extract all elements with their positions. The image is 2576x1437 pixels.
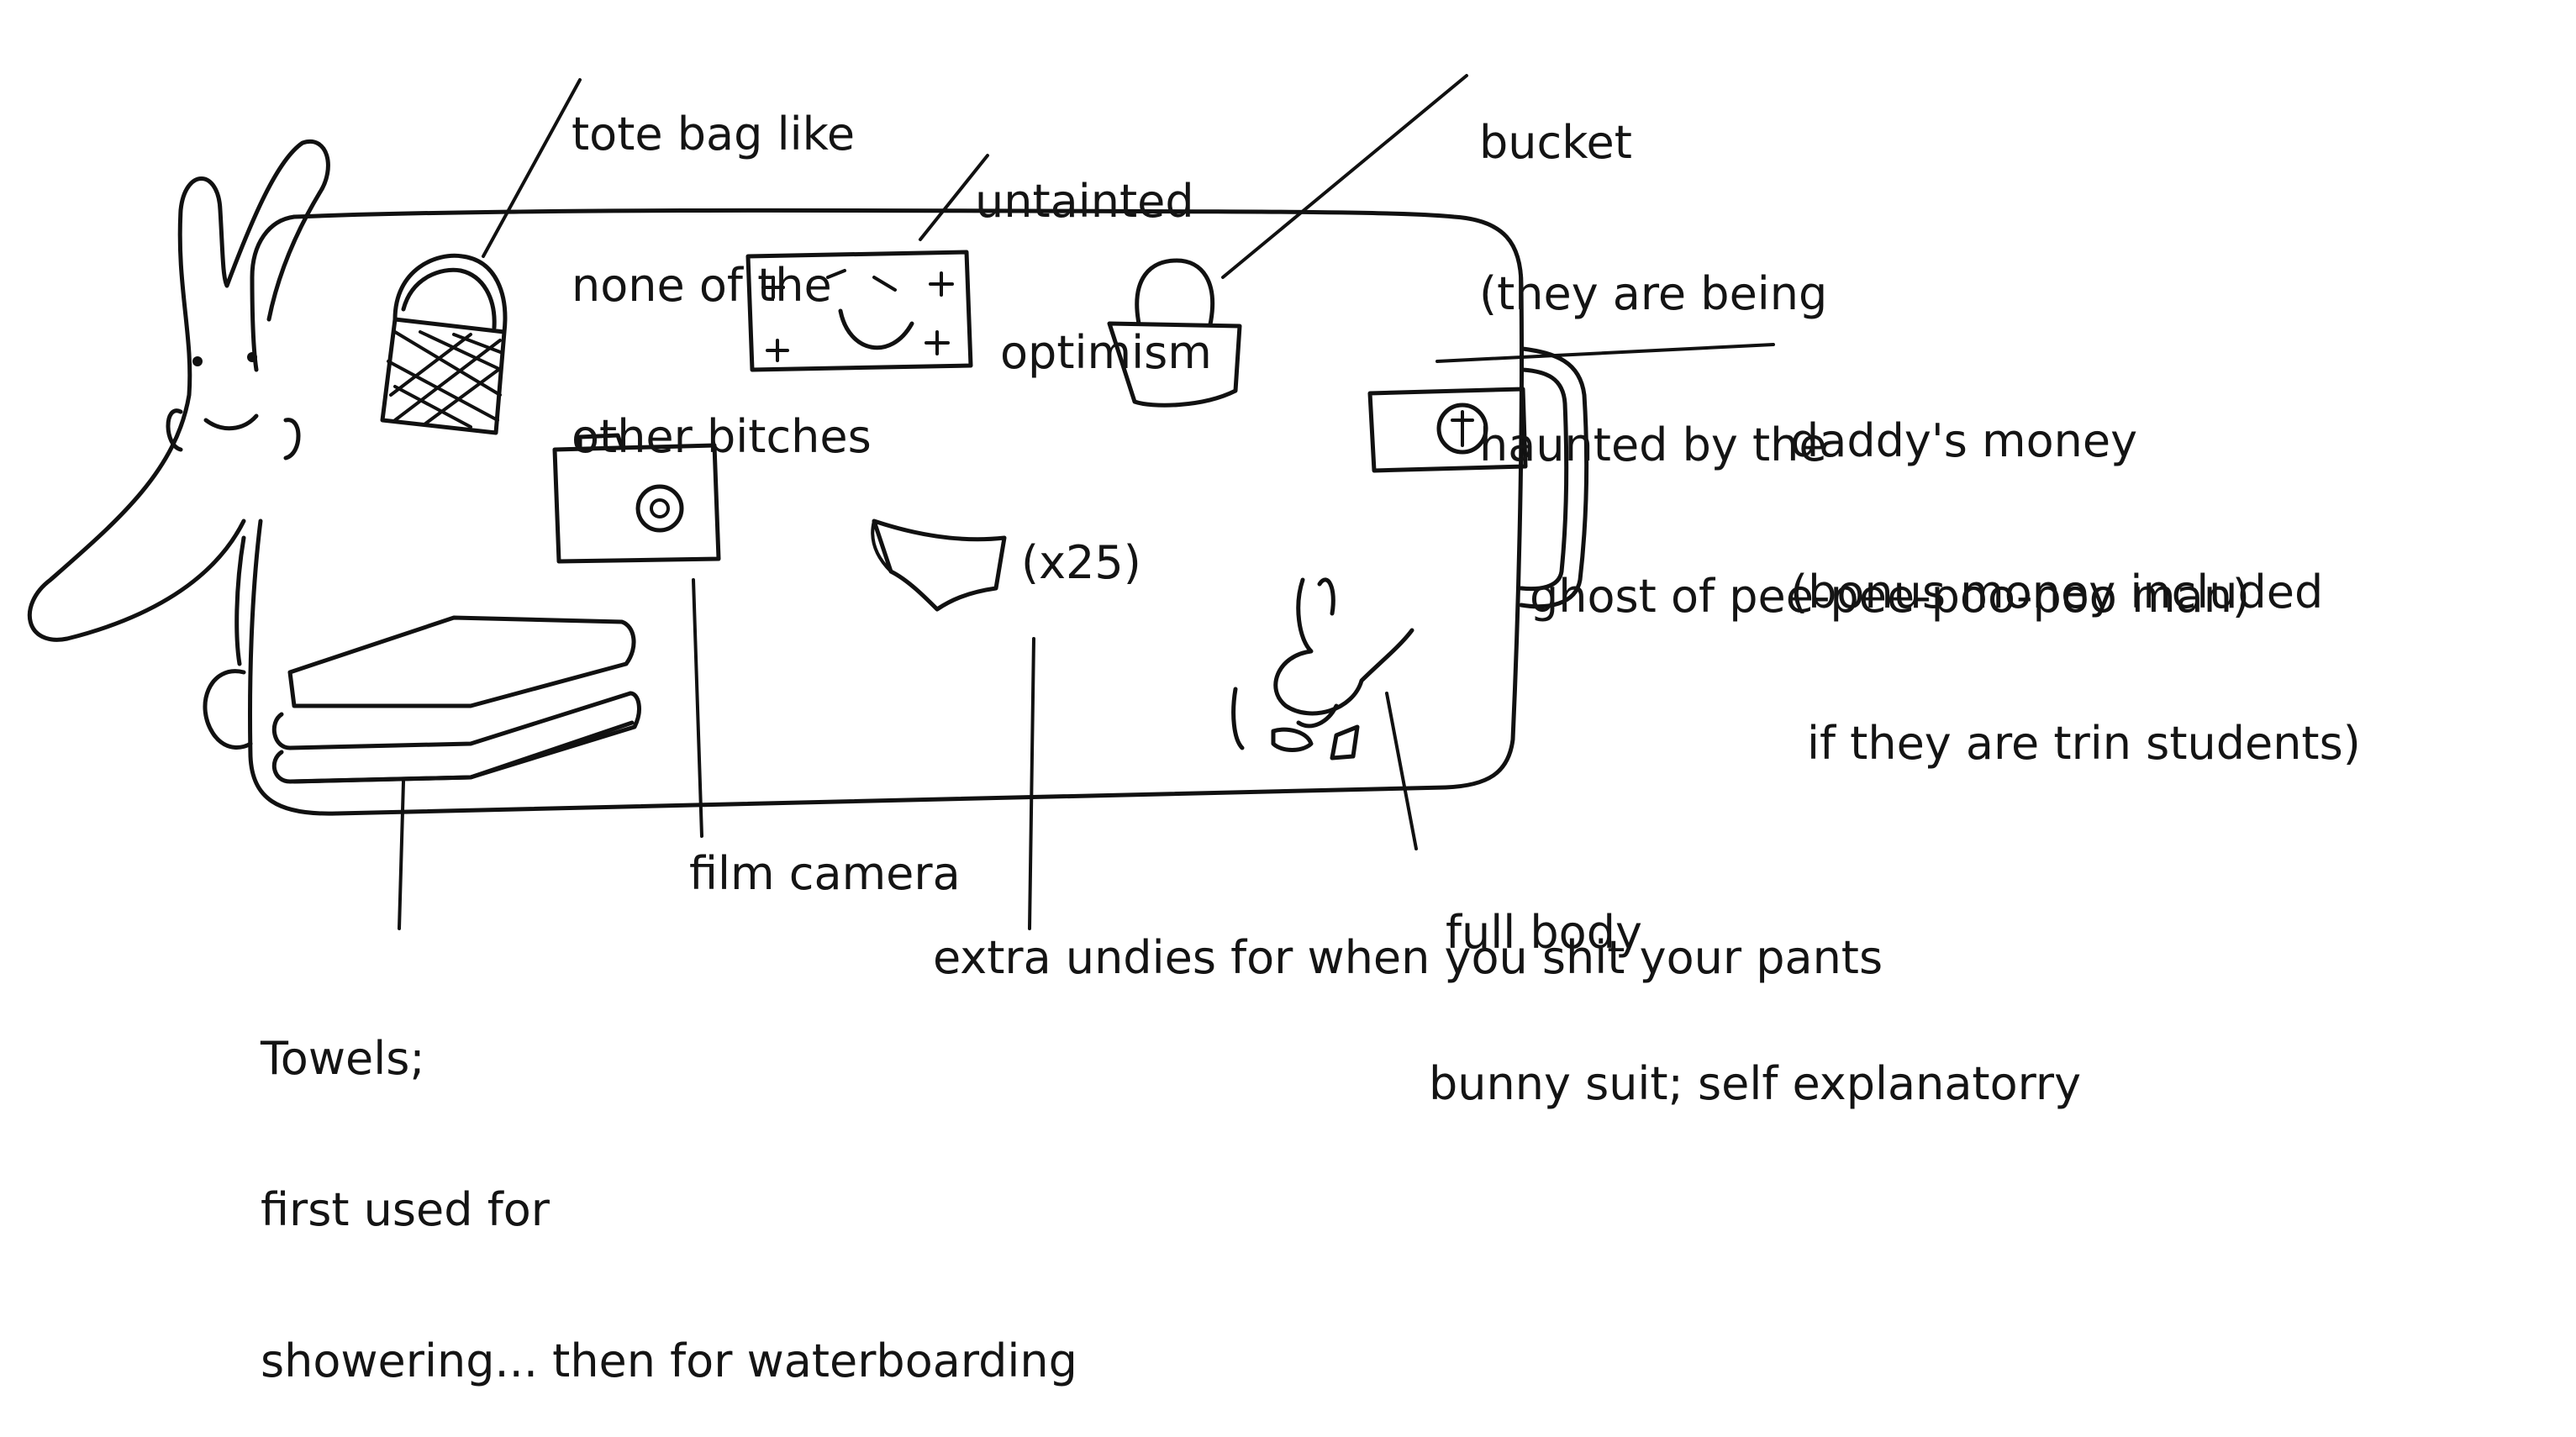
label-optimism: untainted optimism bbox=[975, 76, 1212, 429]
bunny-suit-icon bbox=[1234, 580, 1412, 758]
suitcase bbox=[250, 210, 1587, 813]
label-camera: film camera bbox=[689, 849, 961, 899]
label-tote-bag: tote bag like none of the other bitches bbox=[572, 8, 872, 513]
bunny-figure-icon bbox=[29, 141, 328, 747]
tote-bag-icon bbox=[382, 255, 505, 433]
label-towels: Towels; first used for showering... then… bbox=[261, 933, 1077, 1437]
undies-icon bbox=[872, 521, 1004, 609]
label-undies-count: (x25) bbox=[1021, 538, 1141, 588]
sketch-canvas: tote bag like none of the other bitches … bbox=[0, 0, 2576, 1112]
towels-icon bbox=[274, 618, 639, 782]
label-money: daddy's money (bonus money included if t… bbox=[1790, 315, 2361, 819]
